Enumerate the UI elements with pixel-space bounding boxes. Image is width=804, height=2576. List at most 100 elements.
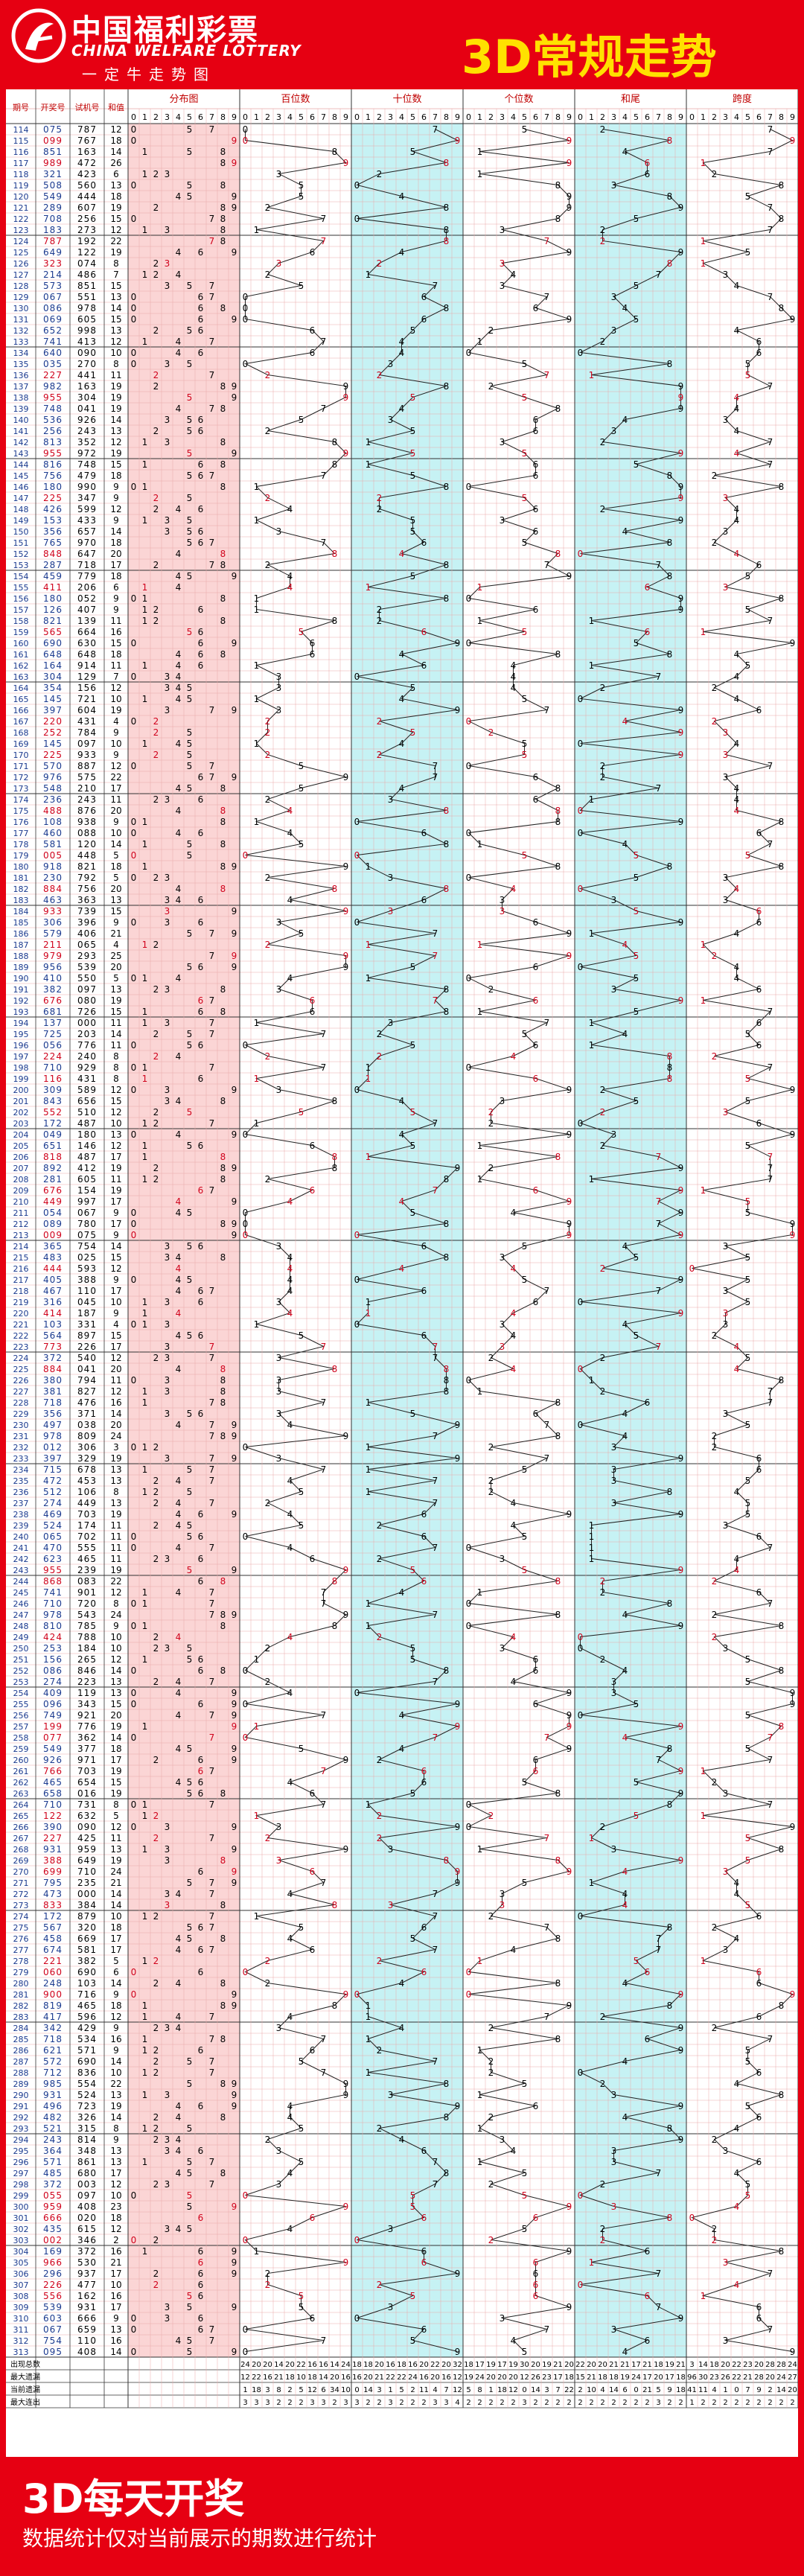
tail-mark: 9 [678, 917, 684, 928]
distribution-mark: 7 [209, 1476, 215, 1486]
units-mark: 1 [477, 1956, 483, 1966]
span-mark: 6 [756, 1967, 762, 1977]
tail-mark: 5 [634, 281, 639, 291]
distribution-mark: 8 [220, 2112, 226, 2123]
units-mark: 3 [500, 2313, 505, 2324]
span-mark: 2 [712, 1610, 718, 1620]
issue-cell: 309 [13, 2303, 29, 2312]
span-mark: 7 [768, 1397, 773, 1408]
hundreds-mark: 7 [321, 1464, 327, 1475]
issue-cell: 164 [13, 683, 29, 693]
stats-value-tail: 18 [598, 2373, 607, 2382]
stats-value-tens: 14 [363, 2386, 373, 2394]
issue-cell: 158 [13, 616, 29, 626]
span-mark: 5 [745, 1275, 751, 1285]
trial-number-cell: 926 [77, 415, 97, 425]
trial-number-cell: 206 [77, 582, 97, 593]
tens-mark: 4 [399, 1710, 405, 1721]
units-mark: 2 [488, 727, 494, 738]
distribution-mark: 1 [142, 1062, 148, 1073]
span-mark: 3 [723, 1107, 729, 1118]
span-mark: 8 [779, 861, 785, 872]
tail-mark: 9 [678, 2045, 684, 2056]
distribution-mark: 4 [176, 1129, 182, 1140]
distribution-mark: 9 [232, 1196, 237, 1207]
tens-mark: 9 [455, 1453, 461, 1464]
tens-mark: 2 [377, 370, 383, 380]
tail-mark: 2 [600, 761, 606, 771]
distribution-mark: 8 [220, 783, 226, 794]
distribution-mark: 9 [232, 1822, 237, 1832]
tail-mark: 0 [578, 962, 584, 972]
issue-cell: 285 [13, 2035, 29, 2044]
trial-number-cell: 632 [77, 1811, 97, 1821]
distribution-mark: 3 [165, 1409, 170, 1419]
trial-number-cell: 408 [77, 2347, 97, 2357]
digit-header-hundreds-8: 8 [332, 112, 337, 122]
distribution-mark: 0 [131, 2347, 137, 2357]
trial-number-cell: 192 [77, 236, 97, 246]
issue-cell: 201 [13, 1097, 29, 1106]
span-mark: 2 [712, 1051, 718, 1062]
tail-mark: 5 [634, 1330, 639, 1341]
sum-cell: 24 [110, 1431, 121, 1441]
trial-number-cell: 103 [77, 1978, 97, 1989]
stats-value-tens: 12 [453, 2373, 462, 2382]
distribution-mark: 6 [198, 1040, 204, 1051]
distribution-mark: 0 [131, 828, 137, 838]
hundreds-mark: 7 [321, 1878, 327, 1888]
tens-mark: 0 [354, 214, 360, 224]
sum-cell: 9 [113, 2045, 119, 2056]
issue-cell: 181 [13, 873, 29, 883]
sum-cell: 11 [110, 616, 121, 626]
stats-value-tail: 15 [575, 2373, 585, 2382]
stats-value-span: 28 [754, 2373, 764, 2382]
sum-cell: 16 [110, 2034, 121, 2044]
sum-cell: 10 [110, 2190, 121, 2201]
stats-value-span: 2 [712, 2399, 716, 2407]
draw-number-cell: 103 [43, 1319, 63, 1330]
issue-cell: 262 [13, 1778, 29, 1788]
issue-cell: 275 [13, 1923, 29, 1933]
trial-number-cell: 003 [77, 2179, 97, 2190]
tens-mark: 7 [433, 1889, 438, 1899]
draw-number-cell: 289 [43, 203, 63, 213]
draw-number-cell: 756 [43, 471, 63, 481]
hundreds-mark: 0 [243, 1208, 249, 1218]
issue-cell: 221 [13, 1320, 29, 1330]
distribution-mark: 4 [176, 504, 182, 514]
tens-mark: 8 [444, 806, 450, 816]
tens-mark: 7 [433, 761, 438, 771]
distribution-mark: 3 [165, 683, 170, 693]
distribution-mark: 6 [198, 1777, 204, 1788]
distribution-mark: 3 [165, 415, 170, 425]
span-mark: 5 [745, 1654, 751, 1665]
sum-cell: 9 [113, 593, 119, 604]
trial-number-cell: 080 [77, 995, 97, 1006]
tail-mark: 2 [600, 1353, 606, 1363]
distribution-mark: 1 [142, 593, 148, 604]
distribution-mark: 5 [187, 281, 193, 291]
trial-number-cell: 226 [77, 1342, 97, 1352]
tens-mark: 7 [433, 1185, 438, 1196]
tens-mark: 2 [377, 504, 383, 514]
sum-cell: 19 [110, 1453, 121, 1464]
tens-mark: 1 [366, 940, 371, 950]
distribution-mark: 3 [165, 258, 170, 269]
hundreds-mark: 7 [321, 1766, 327, 1776]
issue-cell: 124 [13, 237, 29, 246]
distribution-mark: 2 [153, 1677, 159, 1687]
distribution-mark: 8 [220, 560, 226, 570]
issue-cell: 294 [13, 2135, 29, 2145]
issue-cell: 160 [13, 639, 29, 648]
distribution-mark: 8 [220, 861, 226, 872]
digit-header-hundreds-1: 1 [254, 112, 259, 122]
span-mark: 7 [768, 292, 773, 302]
units-mark: 5 [522, 493, 528, 503]
stats-value-span: 24 [788, 2361, 797, 2369]
draw-number-cell: 819 [43, 2000, 63, 2011]
units-mark: 0 [466, 1822, 472, 1832]
tens-mark: 5 [410, 448, 416, 459]
span-mark: 5 [745, 1498, 751, 1508]
span-mark: 4 [734, 649, 740, 660]
